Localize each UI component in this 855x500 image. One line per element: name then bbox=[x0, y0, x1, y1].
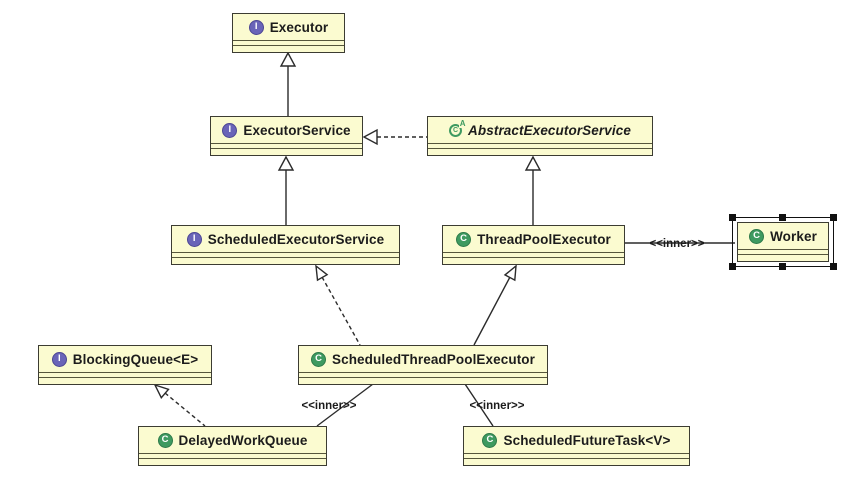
edge-threadpoolexecutor-inner-worker[interactable]: <<inner>> bbox=[625, 238, 735, 250]
fields-compartment bbox=[299, 372, 547, 377]
hollow-triangle-arrowhead bbox=[153, 383, 170, 399]
fields-compartment bbox=[428, 143, 652, 148]
edge-scheduledexecutorservice-extends-executorservice[interactable] bbox=[277, 155, 295, 225]
class-node-threadpoolexecutor[interactable]: C ThreadPoolExecutor bbox=[442, 225, 625, 265]
edge-abstractexecutorservice-implements-executorservice[interactable] bbox=[362, 128, 427, 146]
class-name: ScheduledFutureTask<V> bbox=[503, 432, 671, 448]
class-icon: C bbox=[456, 231, 472, 247]
methods-compartment bbox=[139, 458, 326, 465]
resize-handle-bottom-left[interactable] bbox=[729, 263, 736, 270]
class-node-scheduledfuturetask[interactable]: C ScheduledFutureTask<V> bbox=[463, 426, 690, 466]
hollow-triangle-arrowhead bbox=[279, 51, 297, 67]
fields-compartment bbox=[464, 453, 689, 458]
edge-scheduledthreadpoolexecutor-inner-delayedworkqueue[interactable]: <<inner>> bbox=[302, 383, 374, 427]
node-title: I Executor bbox=[233, 14, 344, 40]
fields-compartment bbox=[172, 252, 399, 257]
class-icon: C bbox=[482, 432, 498, 448]
class-node-delayedworkqueue[interactable]: C DelayedWorkQueue bbox=[138, 426, 327, 466]
hollow-triangle-arrowhead bbox=[315, 264, 329, 282]
fields-compartment bbox=[39, 372, 211, 377]
fields-compartment bbox=[233, 40, 344, 45]
class-name: BlockingQueue<E> bbox=[72, 351, 199, 367]
edge-scheduledthreadpoolexecutor-inner-scheduledfuturetask[interactable]: <<inner>> bbox=[464, 383, 525, 427]
hollow-triangle-arrowhead bbox=[503, 264, 517, 282]
class-icon: C bbox=[311, 351, 326, 367]
class-name: ScheduledExecutorService bbox=[207, 231, 385, 247]
edge-executorservice-extends-executor[interactable] bbox=[279, 51, 297, 116]
resize-handle-bottom-right[interactable] bbox=[830, 263, 837, 270]
methods-compartment bbox=[39, 377, 211, 384]
class-node-executor[interactable]: I Executor bbox=[232, 13, 345, 53]
fields-compartment bbox=[211, 143, 362, 148]
node-title: I ExecutorService bbox=[211, 117, 362, 143]
methods-compartment bbox=[233, 45, 344, 52]
methods-compartment bbox=[443, 257, 624, 264]
methods-compartment bbox=[428, 148, 652, 155]
node-title: C DelayedWorkQueue bbox=[139, 427, 326, 453]
node-title: C ThreadPoolExecutor bbox=[443, 226, 624, 252]
class-name: ThreadPoolExecutor bbox=[477, 231, 611, 247]
node-title: C Worker bbox=[738, 223, 828, 249]
resize-handle-top-center[interactable] bbox=[779, 214, 786, 221]
methods-compartment bbox=[172, 257, 399, 264]
interface-icon: I bbox=[248, 19, 264, 35]
abstract-modifier: A bbox=[459, 118, 467, 128]
edge-scheduledthreadpoolexecutor-extends-threadpoolexecutor[interactable] bbox=[473, 264, 517, 346]
fields-compartment bbox=[139, 453, 326, 458]
node-title: C ScheduledFutureTask<V> bbox=[464, 427, 689, 453]
methods-compartment bbox=[211, 148, 362, 155]
class-node-blockingqueue[interactable]: I BlockingQueue<E> bbox=[38, 345, 212, 385]
edge-threadpoolexecutor-extends-abstractexecutorservice[interactable] bbox=[524, 155, 542, 225]
resize-handle-top-left[interactable] bbox=[729, 214, 736, 221]
class-node-scheduledthreadpoolexecutor[interactable]: C ScheduledThreadPoolExecutor bbox=[298, 345, 548, 385]
hollow-triangle-arrowhead bbox=[277, 155, 295, 171]
fields-compartment bbox=[738, 249, 828, 254]
interface-icon: I bbox=[51, 351, 67, 367]
node-title: I BlockingQueue<E> bbox=[39, 346, 211, 372]
class-name: DelayedWorkQueue bbox=[178, 432, 308, 448]
class-node-executorservice[interactable]: I ExecutorService bbox=[210, 116, 363, 156]
edge-delayedworkqueue-implements-blockingqueue[interactable] bbox=[153, 383, 206, 427]
methods-compartment bbox=[738, 254, 828, 261]
methods-compartment bbox=[464, 458, 689, 465]
inner-stereotype-label: <<inner>> bbox=[650, 238, 705, 250]
node-title: C ScheduledThreadPoolExecutor bbox=[299, 346, 547, 372]
class-name: ScheduledThreadPoolExecutor bbox=[332, 351, 535, 367]
interface-icon: I bbox=[222, 122, 238, 138]
edge-scheduledthreadpoolexecutor-implements-scheduledexecutorservice[interactable] bbox=[315, 264, 361, 346]
class-icon: C bbox=[749, 228, 765, 244]
inner-stereotype-label: <<inner>> bbox=[302, 400, 357, 412]
fields-compartment bbox=[443, 252, 624, 257]
resize-handle-top-right[interactable] bbox=[830, 214, 837, 221]
inner-stereotype-label: <<inner>> bbox=[470, 400, 525, 412]
hollow-triangle-arrowhead bbox=[524, 155, 542, 171]
node-title: I ScheduledExecutorService bbox=[172, 226, 399, 252]
class-name: Worker bbox=[770, 228, 817, 244]
class-node-scheduledexecutorservice[interactable]: I ScheduledExecutorService bbox=[171, 225, 400, 265]
class-name: ExecutorService bbox=[243, 122, 351, 138]
class-name: Executor bbox=[269, 19, 329, 35]
interface-icon: I bbox=[186, 231, 202, 247]
class-icon: C bbox=[157, 432, 173, 448]
hollow-triangle-arrowhead bbox=[362, 128, 378, 146]
methods-compartment bbox=[299, 377, 547, 384]
resize-handle-bottom-center[interactable] bbox=[779, 263, 786, 270]
class-node-worker[interactable]: C Worker bbox=[737, 222, 829, 262]
class-name: AbstractExecutorService bbox=[468, 122, 631, 138]
